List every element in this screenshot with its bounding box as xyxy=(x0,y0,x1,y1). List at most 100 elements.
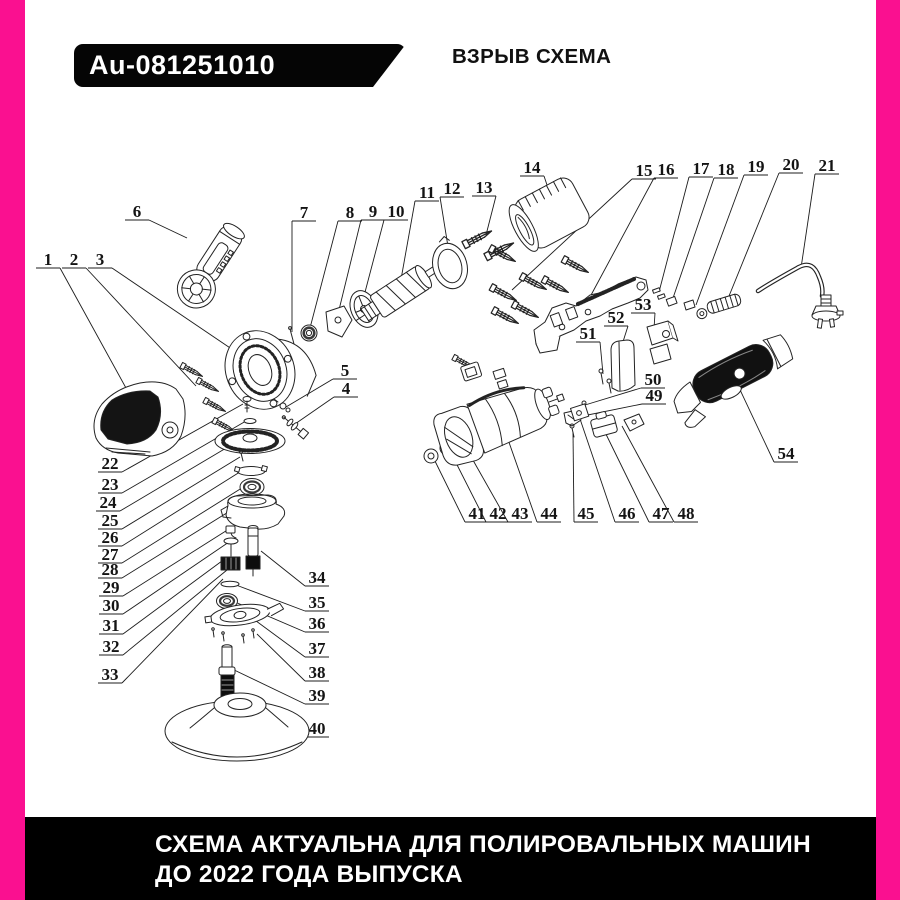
part-label-35: 35 xyxy=(309,593,326,612)
part-label-48: 48 xyxy=(678,504,695,523)
part-label-45: 45 xyxy=(578,504,595,523)
part-label-43: 43 xyxy=(512,504,529,523)
leader-line-20 xyxy=(726,172,780,302)
part-label-47: 47 xyxy=(653,504,671,523)
part-housing xyxy=(533,276,649,354)
leader-line-5 xyxy=(285,378,334,408)
part-label-32: 32 xyxy=(103,637,120,656)
part-label-11: 11 xyxy=(419,183,435,202)
part-label-19: 19 xyxy=(748,157,765,176)
leader-line-11 xyxy=(399,200,416,286)
part-small-bearing xyxy=(300,324,318,342)
model-code-badge: Au-081251010 xyxy=(74,44,406,87)
part-label-53: 53 xyxy=(635,295,652,314)
footer-line-2: ДО 2022 ГОДА ВЫПУСКА xyxy=(155,861,463,888)
leader-line-32 xyxy=(122,569,228,656)
page-title: ВЗРЫВ СХЕМА xyxy=(452,45,612,68)
footer-line-1: СХЕМА АКТУАЛЬНА ДЛЯ ПОЛИРОВАЛЬНЫХ МАШИН xyxy=(155,831,811,858)
part-label-14: 14 xyxy=(524,158,542,177)
part-power-cable xyxy=(755,262,844,329)
part-label-9: 9 xyxy=(369,202,378,221)
part-bearing-cover xyxy=(432,236,468,290)
leader-line-29 xyxy=(122,528,230,597)
leader-line-6 xyxy=(148,219,188,239)
part-gear-flange xyxy=(224,330,317,410)
part-label-6: 6 xyxy=(133,202,142,221)
footer-note-bar: СХЕМА АКТУАЛЬНА ДЛЯ ПОЛИРОВАЛЬНЫХ МАШИН … xyxy=(25,817,876,900)
leader-line-44 xyxy=(504,430,538,523)
leader-line-33 xyxy=(121,578,224,684)
part-label-30: 30 xyxy=(103,596,120,615)
part-label-1: 1 xyxy=(44,250,53,269)
part-label-24: 24 xyxy=(100,493,118,512)
leader-line-37 xyxy=(251,617,306,658)
magenta-frame-right xyxy=(876,0,900,900)
part-label-15: 15 xyxy=(636,161,653,180)
leader-line-19 xyxy=(695,174,745,306)
leader-line-24 xyxy=(119,440,239,512)
leader-line-28 xyxy=(121,505,239,579)
part-label-36: 36 xyxy=(309,614,326,633)
leader-line-2 xyxy=(85,267,197,387)
part-label-44: 44 xyxy=(541,504,559,523)
part-stator xyxy=(508,177,590,252)
part-label-7: 7 xyxy=(300,203,309,222)
part-label-31: 31 xyxy=(103,616,120,635)
part-label-20: 20 xyxy=(783,155,800,174)
part-label-28: 28 xyxy=(102,560,119,579)
leader-line-39 xyxy=(229,667,306,705)
part-label-50: 50 xyxy=(645,370,662,389)
leader-line-31 xyxy=(122,557,227,635)
leader-line-13 xyxy=(485,195,497,236)
part-label-25: 25 xyxy=(102,511,119,530)
part-label-18: 18 xyxy=(718,160,735,179)
leader-line-4 xyxy=(294,396,335,425)
part-cord-armor xyxy=(696,293,742,320)
leader-line-41 xyxy=(431,454,466,523)
part-label-49: 49 xyxy=(646,386,663,405)
part-label-2: 2 xyxy=(70,250,79,269)
magenta-frame-left xyxy=(0,0,25,900)
leader-line-27 xyxy=(121,485,246,564)
part-motor-body xyxy=(433,386,565,466)
leader-line-17 xyxy=(658,176,690,293)
part-label-26: 26 xyxy=(102,528,119,547)
part-label-8: 8 xyxy=(346,203,355,222)
part-label-4: 4 xyxy=(342,379,351,398)
part-label-39: 39 xyxy=(309,686,326,705)
leader-line-34 xyxy=(260,550,306,587)
part-label-42: 42 xyxy=(490,504,507,523)
part-label-37: 37 xyxy=(309,639,327,658)
leader-line-30 xyxy=(122,541,230,615)
leader-line-26 xyxy=(121,469,244,547)
leader-line-18 xyxy=(671,177,715,302)
leader-line-45 xyxy=(572,431,575,523)
leader-line-15 xyxy=(511,178,633,291)
part-label-27: 27 xyxy=(102,545,120,564)
part-label-51: 51 xyxy=(580,324,597,343)
leader-line-3 xyxy=(111,267,243,357)
leader-line-25 xyxy=(121,456,241,530)
part-label-38: 38 xyxy=(309,663,326,682)
leader-line-9 xyxy=(337,219,362,315)
model-code-text: Au-081251010 xyxy=(89,50,276,80)
part-label-13: 13 xyxy=(476,178,493,197)
leader-line-50 xyxy=(584,387,642,406)
part-label-23: 23 xyxy=(102,475,119,494)
part-label-52: 52 xyxy=(608,308,625,327)
leader-line-21 xyxy=(800,173,816,269)
part-spindle-stack xyxy=(164,396,310,762)
part-label-46: 46 xyxy=(619,504,636,523)
part-label-17: 17 xyxy=(693,159,711,178)
leader-line-10 xyxy=(363,219,385,297)
part-label-12: 12 xyxy=(444,179,461,198)
part-label-41: 41 xyxy=(469,504,486,523)
diagram-artwork xyxy=(93,177,844,762)
part-label-10: 10 xyxy=(388,202,405,221)
leader-line-48 xyxy=(621,425,675,523)
leader-line-38 xyxy=(256,633,306,682)
leader-line-8 xyxy=(309,220,339,329)
part-label-22: 22 xyxy=(102,454,119,473)
